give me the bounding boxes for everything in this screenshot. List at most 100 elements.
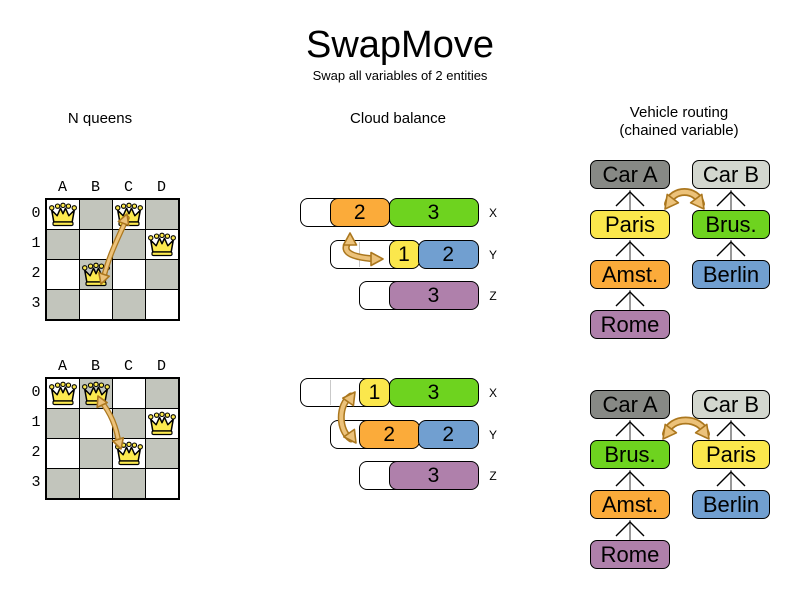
board-row-label: 0 [31, 205, 41, 222]
vehicle-swap-arrow-after [662, 416, 710, 440]
page-subtitle: Swap all variables of 2 entities [312, 68, 488, 83]
board-col-label: B [90, 358, 100, 375]
computer-label: Y [488, 248, 497, 262]
stop-box: Amst. [590, 260, 670, 289]
board-cell [79, 229, 113, 260]
process-box: 3 [388, 378, 479, 407]
queen-icon [148, 232, 176, 257]
board-row-label: 2 [31, 444, 41, 461]
board-cell [145, 438, 179, 469]
board-cell [112, 378, 146, 409]
board-cell [112, 408, 146, 439]
board-cell [46, 229, 80, 260]
board-cell [112, 229, 146, 260]
stop-box: Rome [590, 540, 670, 569]
chain-connector [615, 240, 645, 260]
capacity-divider [329, 380, 331, 405]
board-col-label: B [90, 179, 100, 196]
board-cell [145, 378, 179, 409]
board-cell [145, 199, 179, 230]
board-row-label: 1 [31, 235, 41, 252]
process-box: 2 [418, 240, 479, 269]
chain-connector [716, 240, 746, 260]
chain-connector [716, 470, 746, 490]
board-row-label: 1 [31, 414, 41, 431]
queen-icon [148, 411, 176, 436]
board-col-label: A [57, 358, 67, 375]
queen-icon [115, 202, 143, 227]
board-cell [46, 438, 80, 469]
computer-label: Z [489, 289, 497, 303]
chain-connector [615, 420, 645, 440]
queen-icon [82, 262, 110, 287]
stop-box: Paris [590, 210, 670, 239]
board-col-label: C [123, 179, 133, 196]
vehicle-swap-arrow-before [664, 188, 705, 210]
capacity-divider [359, 242, 360, 267]
chain-connector [615, 520, 645, 540]
queen-icon [49, 202, 77, 227]
vehicle-box: Car A [590, 390, 670, 419]
vehicle-section-title: Vehicle routing [629, 104, 729, 121]
chain-connector [716, 190, 746, 210]
board-col-label: A [57, 179, 67, 196]
board-cell [46, 259, 80, 290]
board-row-label: 3 [31, 474, 41, 491]
cloud-section-header: Cloud balance [350, 110, 446, 127]
board-cell [46, 468, 80, 499]
process-box: 2 [359, 420, 420, 449]
board-cell [79, 438, 113, 469]
process-box: 1 [359, 378, 390, 407]
board-cell [46, 289, 80, 320]
stop-box: Paris [692, 440, 770, 469]
board-cell [112, 468, 146, 499]
queen-icon [49, 381, 77, 406]
process-box: 3 [388, 461, 479, 490]
chess-board [45, 377, 180, 500]
process-box: 2 [329, 198, 390, 227]
stop-box: Brus. [692, 210, 770, 239]
computer-label: X [488, 386, 497, 400]
computer-label: Z [489, 469, 497, 483]
queen-icon [82, 381, 110, 406]
board-cell [112, 259, 146, 290]
stop-box: Berlin [692, 260, 770, 289]
board-row-label: 2 [31, 265, 41, 282]
board-row-label: 3 [31, 295, 41, 312]
queen-icon [115, 441, 143, 466]
stop-box: Berlin [692, 490, 770, 519]
board-col-label: D [156, 179, 166, 196]
computer-label: X [488, 206, 497, 220]
vehicle-section-header: Vehicle routing (chained variable) [579, 104, 779, 140]
page-title: SwapMove [306, 24, 494, 66]
computer-label: Y [488, 428, 497, 442]
board-cell [79, 468, 113, 499]
vehicle-box: Car B [692, 390, 770, 419]
board-cell [79, 199, 113, 230]
vehicle-section-subtitle: (chained variable) [619, 122, 739, 139]
chain-connector [615, 190, 645, 210]
board-cell [46, 408, 80, 439]
board-col-label: C [123, 358, 133, 375]
board-col-label: D [156, 358, 166, 375]
board-cell [112, 289, 146, 320]
process-box: 3 [388, 281, 479, 310]
stop-box: Amst. [590, 490, 670, 519]
chain-connector [615, 470, 645, 490]
process-box: 3 [388, 198, 479, 227]
chess-board [45, 198, 180, 321]
vehicle-box: Car B [692, 160, 770, 189]
board-cell [145, 468, 179, 499]
stop-box: Brus. [590, 440, 670, 469]
board-row-label: 0 [31, 384, 41, 401]
chain-connector [716, 420, 746, 440]
board-cell [79, 408, 113, 439]
chain-connector [615, 290, 645, 310]
board-cell [79, 289, 113, 320]
board-cell [145, 289, 179, 320]
process-box: 1 [388, 240, 420, 269]
board-cell [145, 259, 179, 290]
nqueens-section-header: N queens [67, 110, 133, 127]
vehicle-box: Car A [590, 160, 670, 189]
